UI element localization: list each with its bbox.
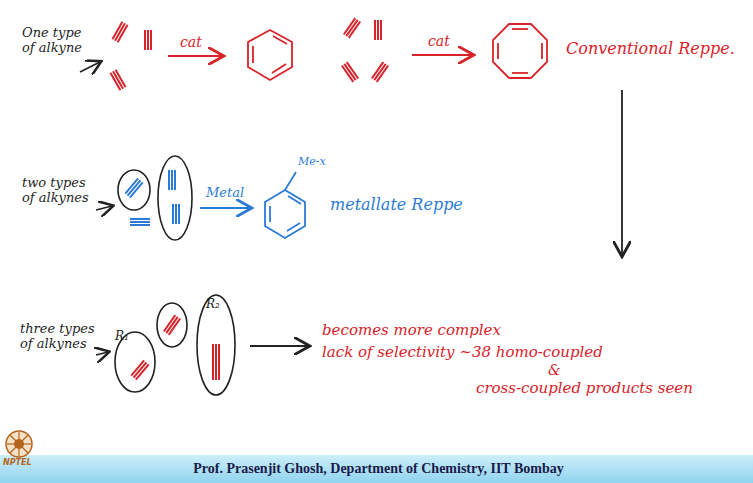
logo-text: NPTEL xyxy=(3,458,32,467)
reaction-arrow xyxy=(412,54,472,56)
progression-arrow xyxy=(621,90,623,255)
substituent-label: R₂ xyxy=(206,298,220,312)
reaction-arrow xyxy=(250,345,308,347)
note-text: cross-coupled products seen xyxy=(476,380,693,397)
reaction-arrow xyxy=(168,55,222,57)
substituent-label: Me-x xyxy=(298,156,326,169)
pointer-arrow xyxy=(96,206,112,210)
method-name: Conventional Reppe. xyxy=(566,40,735,58)
row-heading: two types of alkynes xyxy=(22,176,98,206)
group-ellipse xyxy=(158,156,192,240)
method-name: metallate Reppe xyxy=(330,196,463,214)
cyclooctatetraene-ring xyxy=(493,24,547,78)
footer-credit: Prof. Prasenjit Ghosh, Department of Che… xyxy=(2,461,753,477)
substituted-benzene xyxy=(265,172,305,238)
substituent-label: R₁ xyxy=(115,330,129,344)
catalyst-label: cat xyxy=(428,33,450,49)
row-heading: One type of alkyne xyxy=(22,26,88,56)
group-ellipse xyxy=(118,170,150,210)
reaction-arrow xyxy=(200,207,250,209)
pointer-arrow xyxy=(96,352,108,355)
catalyst-label: cat xyxy=(180,34,202,50)
group-ellipse xyxy=(157,303,187,347)
catalyst-label: Metal xyxy=(206,186,244,201)
note-text: & xyxy=(548,362,560,378)
nptel-logo xyxy=(6,431,32,457)
note-text: becomes more complex xyxy=(322,322,501,339)
benzene-ring xyxy=(248,30,292,80)
group-ellipse xyxy=(197,295,235,395)
note-text: lack of selectivity ~38 homo-coupled xyxy=(322,344,603,361)
pointer-arrow xyxy=(80,62,100,72)
row-heading: three types of alkynes xyxy=(20,322,98,352)
